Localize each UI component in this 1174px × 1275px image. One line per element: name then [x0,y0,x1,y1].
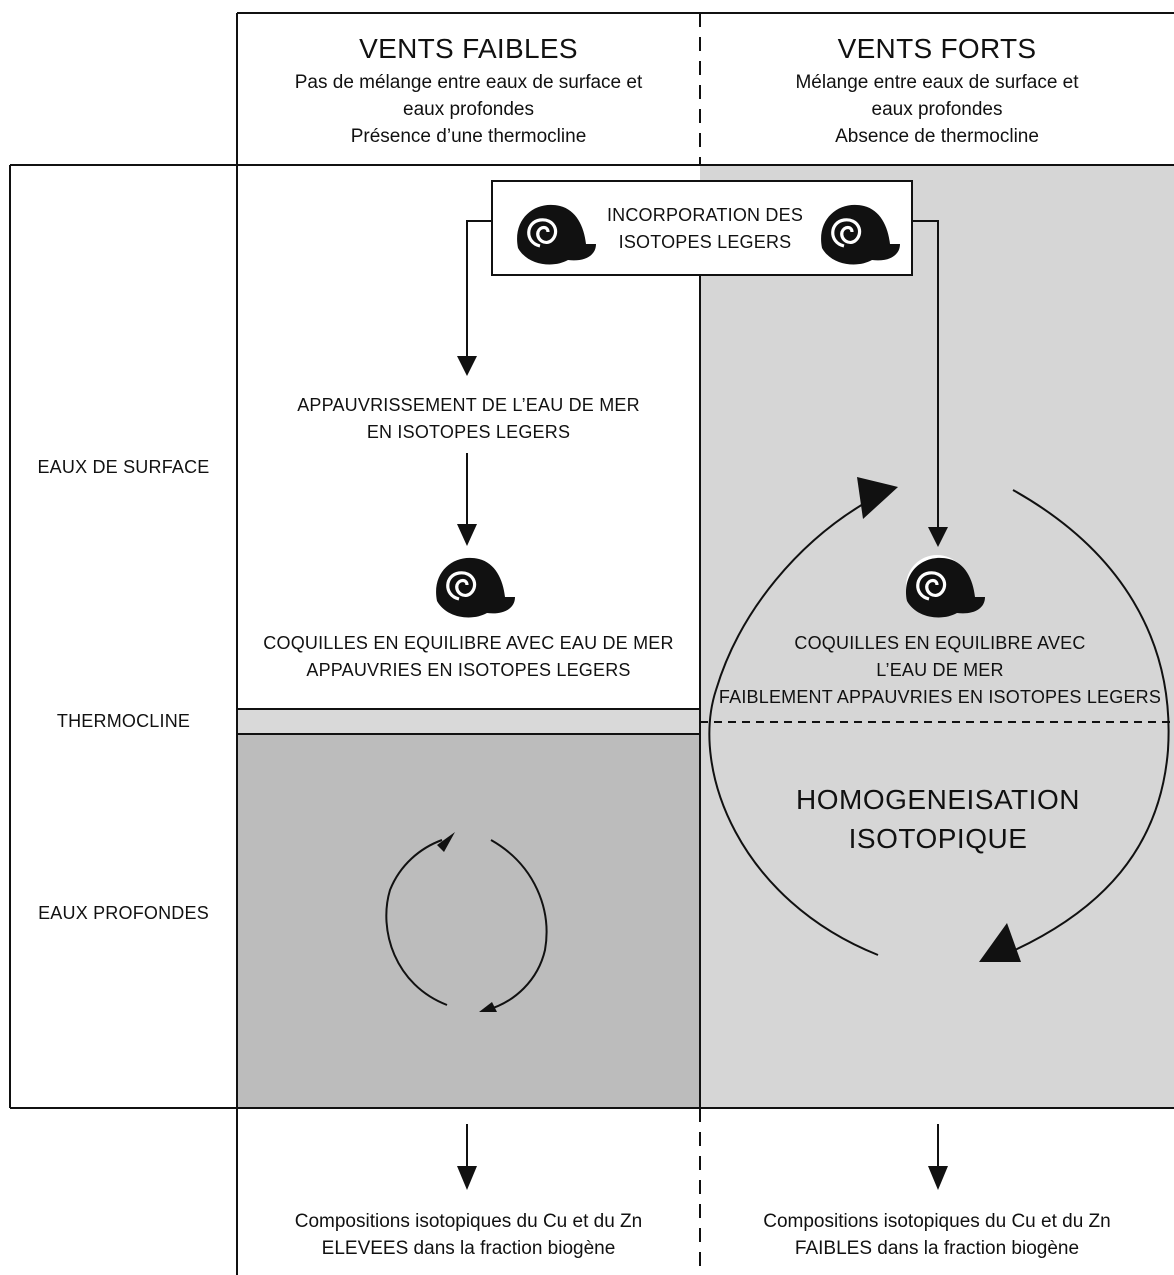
weak-winds-title: VENTS FAIBLES [359,33,578,64]
arrow-heads [457,356,948,1190]
strong-winds-line-1: Mélange entre eaux de surface et [795,72,1079,93]
homogenization-line-2: ISOTOPIQUE [848,823,1028,854]
strong-shells-label: COQUILLES EN EQUILIBRE AVEC L’EAU DE MER… [710,630,1170,711]
strong-shells-line-1: COQUILLES EN EQUILIBRE AVEC [794,633,1086,653]
weak-footer-line-1: Compositions isotopiques du Cu et du Zn [294,1211,643,1232]
weak-shells-label: COQUILLES EN EQUILIBRE AVEC EAU DE MER A… [237,630,700,684]
strong-winds-line-3: Absence de thermocline [835,126,1039,147]
depletion-line-1: APPAUVRISSEMENT DE L’EAU DE MER [297,395,640,415]
deep-water-panel [237,734,700,1108]
incorporation-line-1: INCORPORATION DES [606,205,804,225]
thermocline-band [237,709,700,734]
strong-shells-line-2: L’EAU DE MER [876,660,1004,680]
depletion-line-2: EN ISOTOPES LEGERS [366,422,571,442]
strong-footer: Compositions isotopiques du Cu et du Zn … [700,1208,1174,1262]
connector-lines [466,220,939,1168]
arrow-down-icon [928,1166,948,1190]
strong-shells-line-3: FAIBLEMENT APPAUVRIES EN ISOTOPES LEGERS [718,687,1162,707]
arrow-down-icon [928,527,948,547]
arrow-down-icon [457,1166,477,1190]
dashed-lines [699,13,1174,1275]
homogenization-line-1: HOMOGENEISATION [796,784,1080,815]
weak-shells-line-1: COQUILLES EN EQUILIBRE AVEC EAU DE MER [263,633,674,653]
strong-winds-line-2: eaux profondes [871,99,1003,120]
strong-winds-title: VENTS FORTS [837,33,1037,64]
weak-shells-line-2: APPAUVRIES EN ISOTOPES LEGERS [306,660,631,680]
large-circulation [708,489,1170,956]
depletion-label: APPAUVRISSEMENT DE L’EAU DE MER EN ISOTO… [237,392,700,446]
arrow-head-icon [479,1002,497,1012]
strong-footer-line-2: FAIBLES dans la fraction biogène [794,1238,1080,1259]
weak-winds-line-3: Présence d’une thermocline [350,126,587,147]
weak-winds-line-1: Pas de mélange entre eaux de surface et [294,72,643,93]
arrow-head-icon [857,477,898,519]
strong-footer-line-1: Compositions isotopiques du Cu et du Zn [763,1211,1111,1232]
frame-lines [9,12,1174,1275]
weak-footer: Compositions isotopiques du Cu et du Zn … [237,1208,700,1262]
arrow-down-icon [457,524,477,546]
weak-winds-line-2: eaux profondes [403,99,534,120]
incorporation-line-2: ISOTOPES LEGERS [618,232,792,252]
small-circulation [385,839,548,1011]
row-label-surface: EAUX DE SURFACE [37,457,210,477]
row-label-thermocline: THERMOCLINE [56,711,191,731]
weak-winds-header: VENTS FAIBLES Pas de mélange entre eaux … [237,33,700,150]
shell-icon [434,556,517,620]
arrow-head-icon [437,832,455,852]
arrow-head-icon [979,923,1021,962]
strong-winds-header: VENTS FORTS Mélange entre eaux de surfac… [700,33,1174,150]
homogenization-label: HOMOGENEISATION ISOTOPIQUE [740,780,1136,858]
weak-footer-line-2: ELEVEES dans la fraction biogène [321,1238,616,1259]
row-label-deep: EAUX PROFONDES [38,903,209,923]
incorporation-label: INCORPORATION DES ISOTOPES LEGERS [590,202,820,256]
arrow-down-icon [457,356,477,376]
